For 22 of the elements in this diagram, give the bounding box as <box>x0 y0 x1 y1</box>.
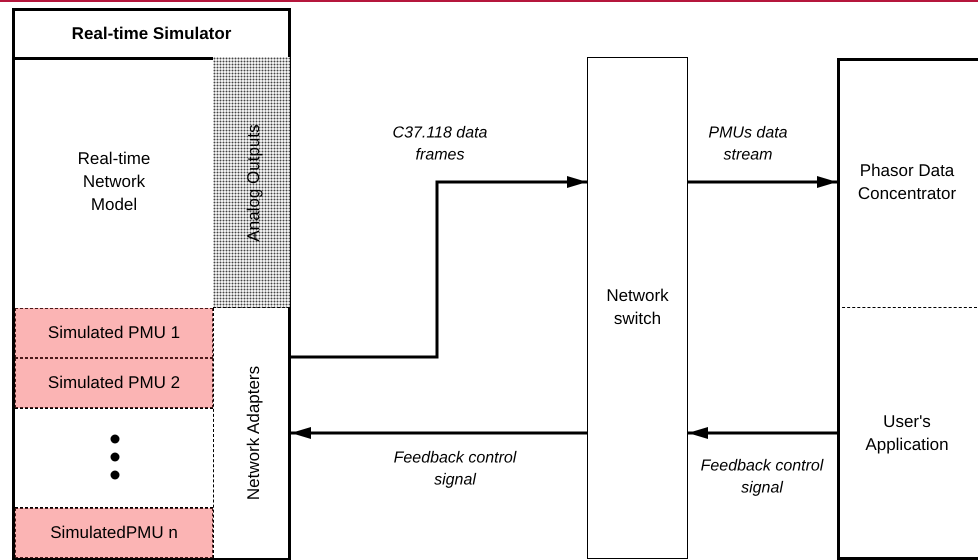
node-label: Network switch <box>605 285 670 330</box>
pmu-box <box>15 358 213 408</box>
arrow <box>688 427 837 439</box>
arrow <box>291 427 587 439</box>
output-strip <box>213 57 290 308</box>
pmu-box <box>15 308 213 358</box>
switch-box <box>587 57 688 559</box>
node-label: Simulated PMU 2 <box>48 372 180 394</box>
node-label: User's Application <box>864 411 950 456</box>
simulator-panel <box>12 8 291 560</box>
node-label: Real-time Network Model <box>76 148 152 216</box>
arrow <box>290 176 587 358</box>
node-label: Phasor Data Concentrator <box>856 160 958 204</box>
concentrator-box <box>837 58 978 560</box>
node-label: SimulatedPMU n <box>50 522 178 544</box>
pmu-box <box>15 508 213 558</box>
vertical-label: Analog Outputs <box>244 124 264 242</box>
adapter-strip <box>213 308 288 558</box>
arrow <box>688 176 837 188</box>
node-label: Simulated PMU 1 <box>48 322 180 344</box>
vertical-label: Network Adapters <box>244 366 264 500</box>
panel-title: Real-time Simulator <box>72 24 232 44</box>
